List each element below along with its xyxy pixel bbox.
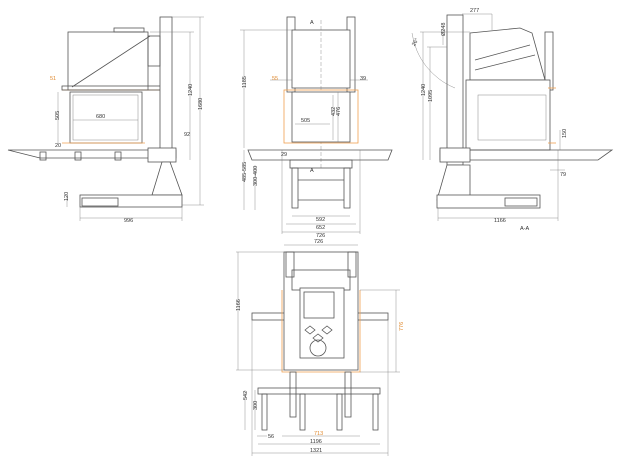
section-view: 277 Ø248 26° 1240 1095 150 79 1166 A-A bbox=[411, 8, 614, 232]
dim-1166: 1166 bbox=[494, 218, 506, 224]
dim-1196: 1196 bbox=[310, 439, 322, 445]
dim-652: 652 bbox=[316, 225, 325, 231]
dim-1166: 1166 bbox=[236, 299, 242, 311]
dim-680: 680 bbox=[96, 114, 105, 120]
dim-92: 92 bbox=[184, 132, 190, 138]
dim-505: 505 bbox=[55, 111, 61, 120]
side-view: 51 505 680 20 120 996 1240 1680 92 bbox=[7, 16, 204, 224]
dim-996: 996 bbox=[124, 218, 133, 224]
dim-300-400: 300-400 bbox=[253, 166, 259, 186]
dim-1095: 1095 bbox=[428, 90, 434, 102]
dim-776: 776 bbox=[399, 322, 405, 331]
dim-26-degrees: 26° bbox=[411, 37, 420, 47]
dim-505: 505 bbox=[301, 118, 310, 124]
dim-713: 713 bbox=[314, 431, 323, 437]
dim-1321: 1321 bbox=[310, 448, 322, 454]
dim-1240: 1240 bbox=[188, 84, 194, 96]
dim-20: 20 bbox=[55, 143, 61, 149]
dim-39: 39 bbox=[360, 76, 366, 82]
dim-592: 592 bbox=[316, 217, 325, 223]
section-marker-bottom: A bbox=[310, 168, 314, 174]
dim-1240: 1240 bbox=[421, 84, 427, 96]
dim-55: 55 bbox=[272, 76, 278, 82]
dim-248: Ø248 bbox=[441, 23, 447, 36]
top-view: 726 1166 776 542 300 56 713 1196 1321 bbox=[236, 239, 405, 456]
dim-1680: 1680 bbox=[198, 98, 204, 110]
dim-1185: 1185 bbox=[242, 76, 248, 88]
dim-150: 150 bbox=[562, 129, 568, 138]
dim-120: 120 bbox=[64, 192, 70, 201]
dim-79: 79 bbox=[560, 172, 566, 178]
section-marker-top: A bbox=[310, 20, 314, 26]
front-view: A A 1185 55 39 432 476 505 29 485-585 30… bbox=[240, 16, 393, 239]
dim-29: 29 bbox=[281, 152, 287, 158]
dim-56: 56 bbox=[268, 434, 274, 440]
dim-485-585: 485-585 bbox=[242, 162, 248, 182]
dim-432: 432 bbox=[331, 107, 337, 116]
section-title: A-A bbox=[520, 226, 530, 232]
dim-476: 476 bbox=[336, 107, 342, 116]
dim-51: 51 bbox=[50, 76, 56, 82]
dim-277: 277 bbox=[470, 8, 479, 14]
dim-726: 726 bbox=[314, 239, 323, 245]
dim-300: 300 bbox=[253, 401, 259, 410]
dim-542: 542 bbox=[243, 391, 249, 400]
dim-726: 726 bbox=[316, 233, 325, 239]
